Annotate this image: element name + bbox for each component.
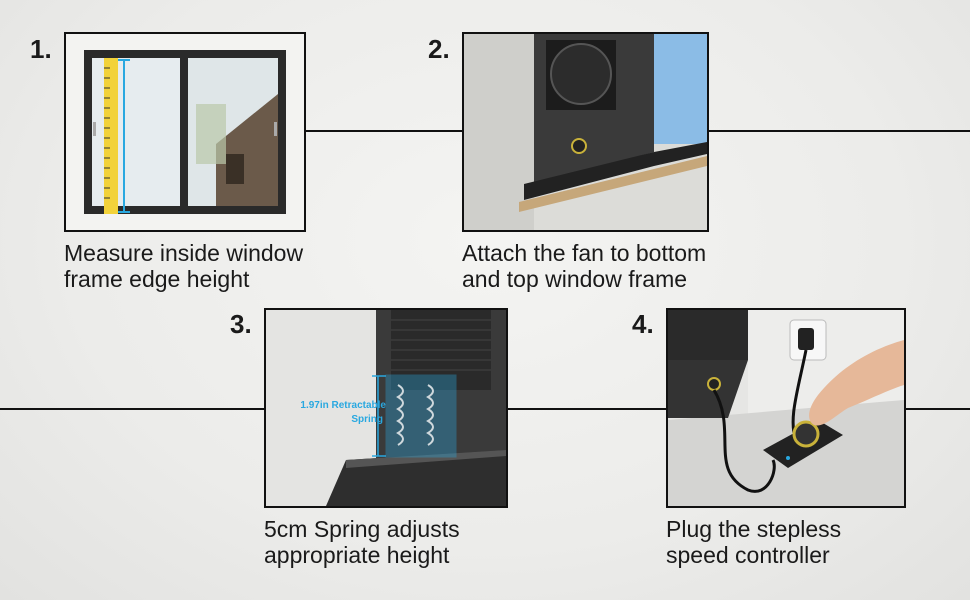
connector-line-top-left — [305, 130, 463, 132]
step-2-image — [462, 32, 709, 232]
spring-callout-line1: 1.97in Retractable — [300, 400, 386, 411]
connector-line-bottom-right — [905, 408, 970, 410]
step-1-caption: Measure inside window frame edge height — [64, 240, 304, 292]
step-2-number: 2. — [428, 34, 450, 64]
step-2-caption: Attach the fan to bottom and top window … — [462, 240, 707, 292]
step-4-caption: Plug the stepless speed controller — [666, 516, 842, 568]
step-3-image: 1.97in Retractable Spring — [264, 308, 508, 508]
connector-line-top-right — [708, 130, 970, 132]
step-4-image — [666, 308, 906, 508]
step-3-caption: 5cm Spring adjusts appropriate height — [264, 516, 460, 568]
connector-line-bottom-mid — [507, 408, 667, 410]
step-1-image — [64, 32, 306, 232]
step-4-number: 4. — [632, 309, 654, 339]
step-3-number: 3. — [230, 309, 252, 339]
step-1-number: 1. — [30, 34, 52, 64]
spring-callout-line2: Spring — [351, 414, 383, 425]
connector-line-bottom-left — [0, 408, 265, 410]
